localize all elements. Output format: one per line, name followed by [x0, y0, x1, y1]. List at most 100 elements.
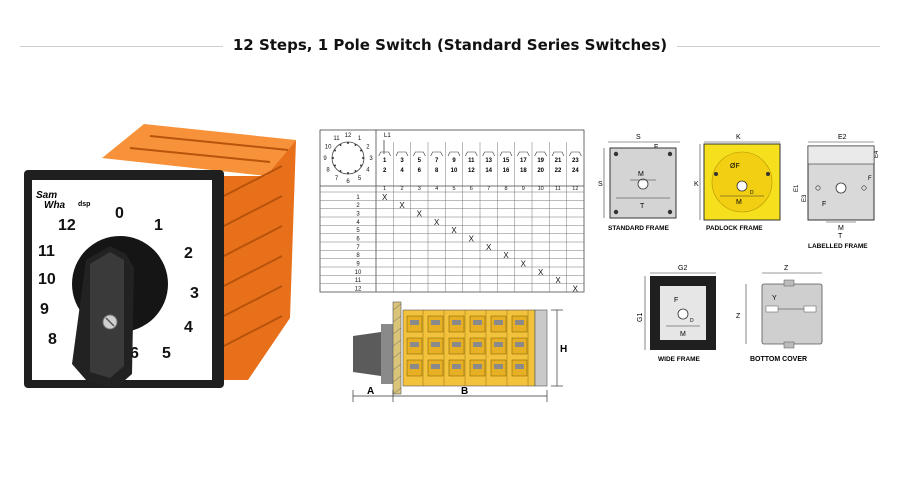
column-number: 8: [504, 186, 507, 192]
terminal-number: 1: [383, 158, 387, 164]
dial-numbers: 12 0 1 2 3 4 5 6 7 8 9 10 11: [38, 205, 199, 362]
contact-terminal: [473, 320, 482, 325]
terminal-number: 24: [572, 168, 579, 174]
bottom-cover-drawing: Z Y Z BOTTOM COVER: [736, 265, 823, 363]
contact-symbol: [413, 151, 426, 157]
dim-m: M: [680, 331, 686, 338]
switch-body-ribs: [129, 135, 289, 349]
contact-symbol: [465, 151, 478, 157]
contact-terminal: [473, 342, 482, 347]
dial-number: 5: [162, 345, 171, 362]
side-end-cap: [534, 309, 548, 387]
labelled-frame-caption: LABELLED FRAME: [808, 243, 868, 250]
row-number: 5: [356, 228, 360, 234]
terminal-number: 16: [503, 168, 510, 174]
row-number: 7: [356, 245, 360, 251]
dial-position-dot: [359, 164, 362, 167]
contact-terminal: [410, 320, 419, 325]
side-front-plate: [392, 301, 402, 395]
contact-terminal: [494, 320, 503, 325]
padlock-frame-drawing: K K ØF D M PADLOCK FRAME: [694, 134, 781, 232]
dial-number: 8: [48, 331, 57, 348]
brand-top: Sam: [36, 190, 57, 201]
contact-terminal: [431, 364, 440, 369]
contact-mark: X: [451, 226, 457, 235]
terminal-number: 5: [418, 158, 422, 164]
column-number: 1: [383, 186, 386, 192]
dial-position-label: 10: [325, 145, 332, 151]
contact-mark: X: [521, 260, 527, 269]
dim-t: T: [838, 233, 843, 240]
contact-mark: X: [434, 218, 440, 227]
row-number: 1: [356, 195, 360, 201]
contact-mark: X: [573, 285, 579, 294]
dial-position-dot: [354, 169, 357, 172]
dial-position-dot: [339, 144, 342, 147]
dim-e3: E3: [802, 194, 808, 202]
contact-symbol: [569, 151, 582, 157]
row-number: 8: [356, 253, 360, 259]
contact-terminal: [515, 364, 524, 369]
dial-position-label: 7: [335, 176, 339, 182]
side-knob: [353, 332, 381, 376]
terminal-number: 19: [537, 158, 544, 164]
terminal-number: 23: [572, 158, 579, 164]
contact-terminal: [431, 342, 440, 347]
contact-symbol: [482, 151, 495, 157]
contact-terminal: [410, 364, 419, 369]
contact-terminal: [452, 342, 461, 347]
terminal-number: 21: [555, 158, 562, 164]
label-window: [807, 145, 875, 165]
dim-h: H: [560, 344, 567, 355]
dial-position-label: 2: [366, 145, 370, 151]
terminal-number: 6: [418, 168, 422, 174]
contact-mark: X: [503, 251, 509, 260]
terminal-number: 3: [400, 158, 404, 164]
dim-t: T: [640, 203, 645, 210]
contact-symbol: [517, 151, 530, 157]
padlock-frame-caption: PADLOCK FRAME: [706, 225, 763, 232]
contact-terminal: [515, 320, 524, 325]
column-number: 4: [435, 186, 438, 192]
dial-position-label: 8: [326, 168, 330, 174]
terminal-number: 17: [520, 158, 527, 164]
dim-f: F: [822, 201, 826, 208]
column-number: 6: [470, 186, 473, 192]
contact-terminal: [473, 364, 482, 369]
switch-photo: Sam Wha dsp 12 0 1 2 3 4 5 6 7 8 9 10 11: [24, 124, 296, 388]
dim-s-side: S: [598, 181, 603, 188]
contact-mark: X: [538, 268, 544, 277]
dial-number: 1: [154, 217, 163, 234]
row-number: 3: [356, 212, 360, 218]
dim-m: M: [838, 225, 844, 232]
dial-number: 10: [38, 271, 56, 288]
row-number: 11: [355, 278, 362, 284]
column-number: 9: [522, 186, 525, 192]
dim-f: F: [674, 297, 678, 304]
contact-terminal: [494, 342, 503, 347]
contact-mark: X: [382, 193, 388, 202]
dial-number: 0: [115, 205, 124, 222]
dim-m: M: [736, 199, 742, 206]
dim-d: D: [750, 190, 754, 196]
terminal-number: 13: [485, 158, 492, 164]
contact-symbol: [430, 151, 443, 157]
terminal-number: 8: [435, 168, 439, 174]
page-title: 12 Steps, 1 Pole Switch (Standard Series…: [222, 36, 678, 54]
row-number: 12: [355, 287, 362, 293]
terminal-number: 20: [537, 168, 544, 174]
wide-frame-caption: WIDE FRAME: [658, 356, 701, 363]
wide-frame-drawing: G2 G1 F D M WIDE FRAME: [637, 265, 716, 363]
dial-position-label: 3: [369, 156, 373, 162]
terminal-number: 10: [451, 168, 458, 174]
terminal-number: 2: [383, 168, 387, 174]
dial-number: 11: [38, 243, 55, 260]
dial-position-label: 1: [358, 136, 362, 142]
dial-position-dot: [354, 144, 357, 147]
contact-mark: X: [555, 276, 561, 285]
dial-number: 2: [184, 245, 193, 262]
contact-terminal: [494, 364, 503, 369]
contact-symbol: [378, 151, 391, 157]
column-number: 3: [418, 186, 421, 192]
title-row: 12 Steps, 1 Pole Switch (Standard Series…: [0, 34, 900, 58]
